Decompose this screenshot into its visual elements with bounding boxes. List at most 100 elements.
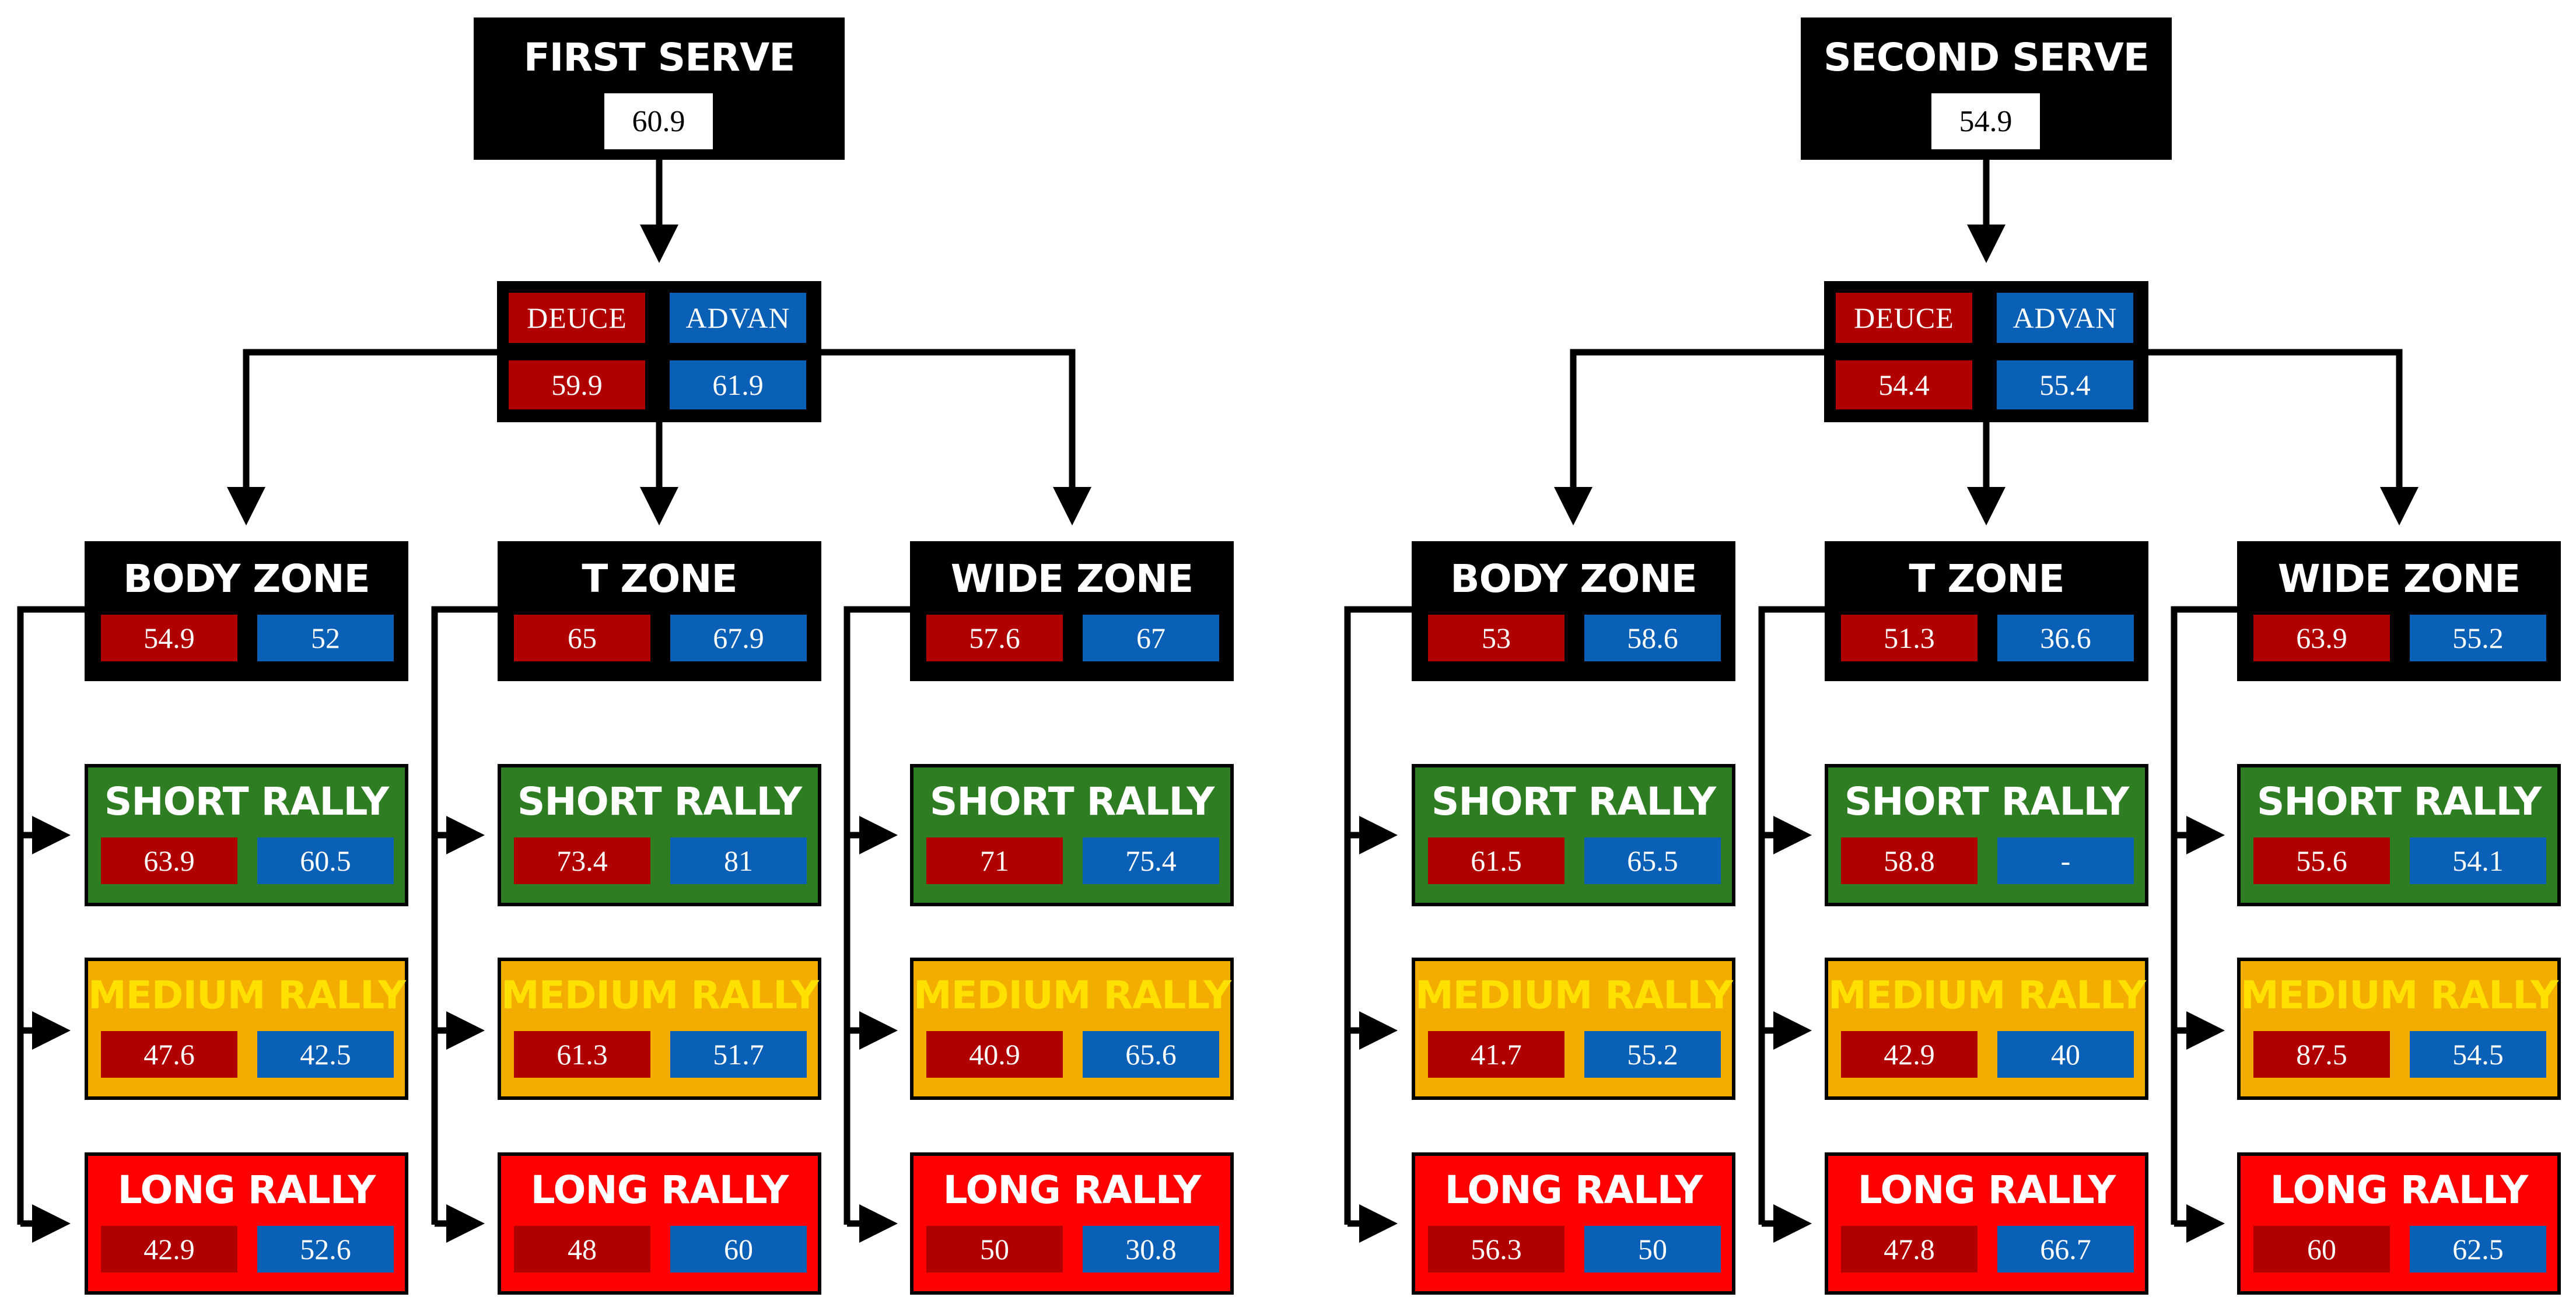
- deuce-value: 56.3: [1428, 1226, 1564, 1273]
- short-rally-box: SHORT RALLY 73.4 81: [498, 764, 821, 906]
- deuce-value: 54.9: [101, 615, 237, 661]
- deuce-value: 42.9: [1841, 1031, 1978, 1078]
- rally-title: SHORT RALLY: [929, 779, 1214, 824]
- zone-title: WIDE ZONE: [950, 556, 1194, 601]
- zone-body: BODY ZONE 53 58.6: [1412, 541, 1735, 681]
- advantage-value: 65.6: [1083, 1031, 1219, 1078]
- long-rally-box: LONG RALLY 60 62.5: [2237, 1152, 2561, 1295]
- rally-title: SHORT RALLY: [517, 779, 802, 824]
- serve-value: 60.9: [604, 93, 713, 149]
- advantage-value: 55.2: [2410, 615, 2546, 661]
- court-side-split: DEUCE ADVAN 54.4 55.4: [1824, 281, 2148, 422]
- medium-rally-box: MEDIUM RALLY 61.3 51.7: [498, 958, 821, 1100]
- deuce-value: 57.6: [926, 615, 1063, 661]
- advantage-value: -: [1997, 837, 2134, 884]
- rally-title: MEDIUM RALLY: [88, 973, 406, 1018]
- connector-lines: [1344, 157, 2418, 1243]
- advantage-value: 51.7: [670, 1031, 807, 1078]
- short-rally-box: SHORT RALLY 58.8 -: [1825, 764, 2148, 906]
- serve-title: FIRST SERVE: [523, 35, 796, 80]
- court-side-split: DEUCE ADVAN 59.9 61.9: [497, 281, 821, 422]
- deuce-value: 61.5: [1428, 837, 1564, 884]
- rally-title: MEDIUM RALLY: [1828, 973, 2146, 1018]
- deuce-value: 63.9: [101, 837, 237, 884]
- advantage-value: 60.5: [257, 837, 394, 884]
- rally-title: LONG RALLY: [117, 1168, 376, 1212]
- advantage-value: 60: [670, 1226, 807, 1273]
- advantage-value: 58.6: [1584, 615, 1721, 661]
- advantage-value: 30.8: [1083, 1226, 1219, 1273]
- advantage-value: 62.5: [2410, 1226, 2546, 1273]
- advantage-value: 67.9: [670, 615, 807, 661]
- zone-t: T ZONE 51.3 36.6: [1825, 541, 2148, 681]
- deuce-value: 58.8: [1841, 837, 1978, 884]
- deuce-value: 71: [926, 837, 1063, 884]
- long-rally-box: LONG RALLY 56.3 50: [1412, 1152, 1735, 1295]
- short-rally-box: SHORT RALLY 55.6 54.1: [2237, 764, 2561, 906]
- serve-value: 54.9: [1931, 93, 2040, 149]
- advantage-value: 52: [257, 615, 394, 661]
- zone-title: T ZONE: [1909, 556, 2064, 601]
- rally-title: LONG RALLY: [1857, 1168, 2116, 1212]
- rally-title: MEDIUM RALLY: [914, 973, 1231, 1018]
- rally-title: SHORT RALLY: [1431, 779, 1716, 824]
- deuce-value: 42.9: [101, 1226, 237, 1273]
- deuce-value: 50: [926, 1226, 1063, 1273]
- deuce-value: 47.8: [1841, 1226, 1978, 1273]
- deuce-value: 40.9: [926, 1031, 1063, 1078]
- deuce-value: 60: [2253, 1226, 2390, 1273]
- rally-title: SHORT RALLY: [104, 779, 389, 824]
- rally-title: LONG RALLY: [943, 1168, 1202, 1212]
- rally-title: LONG RALLY: [530, 1168, 789, 1212]
- advantage-value: 52.6: [257, 1226, 394, 1273]
- medium-rally-box: MEDIUM RALLY 40.9 65.6: [910, 958, 1234, 1100]
- advantage-value: 75.4: [1083, 837, 1219, 884]
- deuce-value: 73.4: [514, 837, 650, 884]
- medium-rally-box: MEDIUM RALLY 41.7 55.2: [1412, 958, 1735, 1100]
- zone-title: T ZONE: [582, 556, 737, 601]
- advantage-value: 54.1: [2410, 837, 2546, 884]
- advantage-value: 61.9: [670, 360, 806, 409]
- advantage-value: 42.5: [257, 1031, 394, 1078]
- rally-title: MEDIUM RALLY: [2241, 973, 2558, 1018]
- deuce-value: 59.9: [509, 360, 645, 409]
- deuce-value: 87.5: [2253, 1031, 2390, 1078]
- deuce-value: 65: [514, 615, 650, 661]
- deuce-value: 54.4: [1836, 360, 1972, 409]
- long-rally-box: LONG RALLY 48 60: [498, 1152, 821, 1295]
- medium-rally-box: MEDIUM RALLY 42.9 40: [1825, 958, 2148, 1100]
- rally-title: MEDIUM RALLY: [1415, 973, 1733, 1018]
- rally-title: LONG RALLY: [2270, 1168, 2529, 1212]
- short-rally-box: SHORT RALLY 61.5 65.5: [1412, 764, 1735, 906]
- deuce-value: 48: [514, 1226, 650, 1273]
- deuce-value: 63.9: [2253, 615, 2390, 661]
- advantage-label: ADVAN: [670, 293, 806, 343]
- serve-tree-first: FIRST SERVE 60.9 DEUCE ADVAN 59.9 61.9 B…: [17, 17, 1234, 1295]
- advantage-value: 65.5: [1584, 837, 1721, 884]
- serve-root: SECOND SERVE 54.9: [1801, 17, 2172, 160]
- deuce-value: 41.7: [1428, 1031, 1564, 1078]
- deuce-value: 55.6: [2253, 837, 2390, 884]
- long-rally-box: LONG RALLY 47.8 66.7: [1825, 1152, 2148, 1295]
- rally-title: SHORT RALLY: [2256, 779, 2542, 824]
- zone-title: WIDE ZONE: [2277, 556, 2521, 601]
- short-rally-box: SHORT RALLY 63.9 60.5: [85, 764, 408, 906]
- medium-rally-box: MEDIUM RALLY 87.5 54.5: [2237, 958, 2561, 1100]
- advantage-value: 54.5: [2410, 1031, 2546, 1078]
- advantage-value: 55.2: [1584, 1031, 1721, 1078]
- zone-title: BODY ZONE: [1450, 556, 1697, 601]
- long-rally-box: LONG RALLY 50 30.8: [910, 1152, 1234, 1295]
- rally-title: MEDIUM RALLY: [501, 973, 819, 1018]
- deuce-label: DEUCE: [509, 293, 645, 343]
- advantage-value: 50: [1584, 1226, 1721, 1273]
- deuce-value: 51.3: [1841, 615, 1978, 661]
- zone-t: T ZONE 65 67.9: [498, 541, 821, 681]
- advantage-value: 81: [670, 837, 807, 884]
- advantage-value: 67: [1083, 615, 1219, 661]
- advantage-value: 66.7: [1997, 1226, 2134, 1273]
- advantage-value: 36.6: [1997, 615, 2134, 661]
- zone-body: BODY ZONE 54.9 52: [85, 541, 408, 681]
- long-rally-box: LONG RALLY 42.9 52.6: [85, 1152, 408, 1295]
- rally-title: SHORT RALLY: [1844, 779, 2129, 824]
- advantage-value: 55.4: [1997, 360, 2133, 409]
